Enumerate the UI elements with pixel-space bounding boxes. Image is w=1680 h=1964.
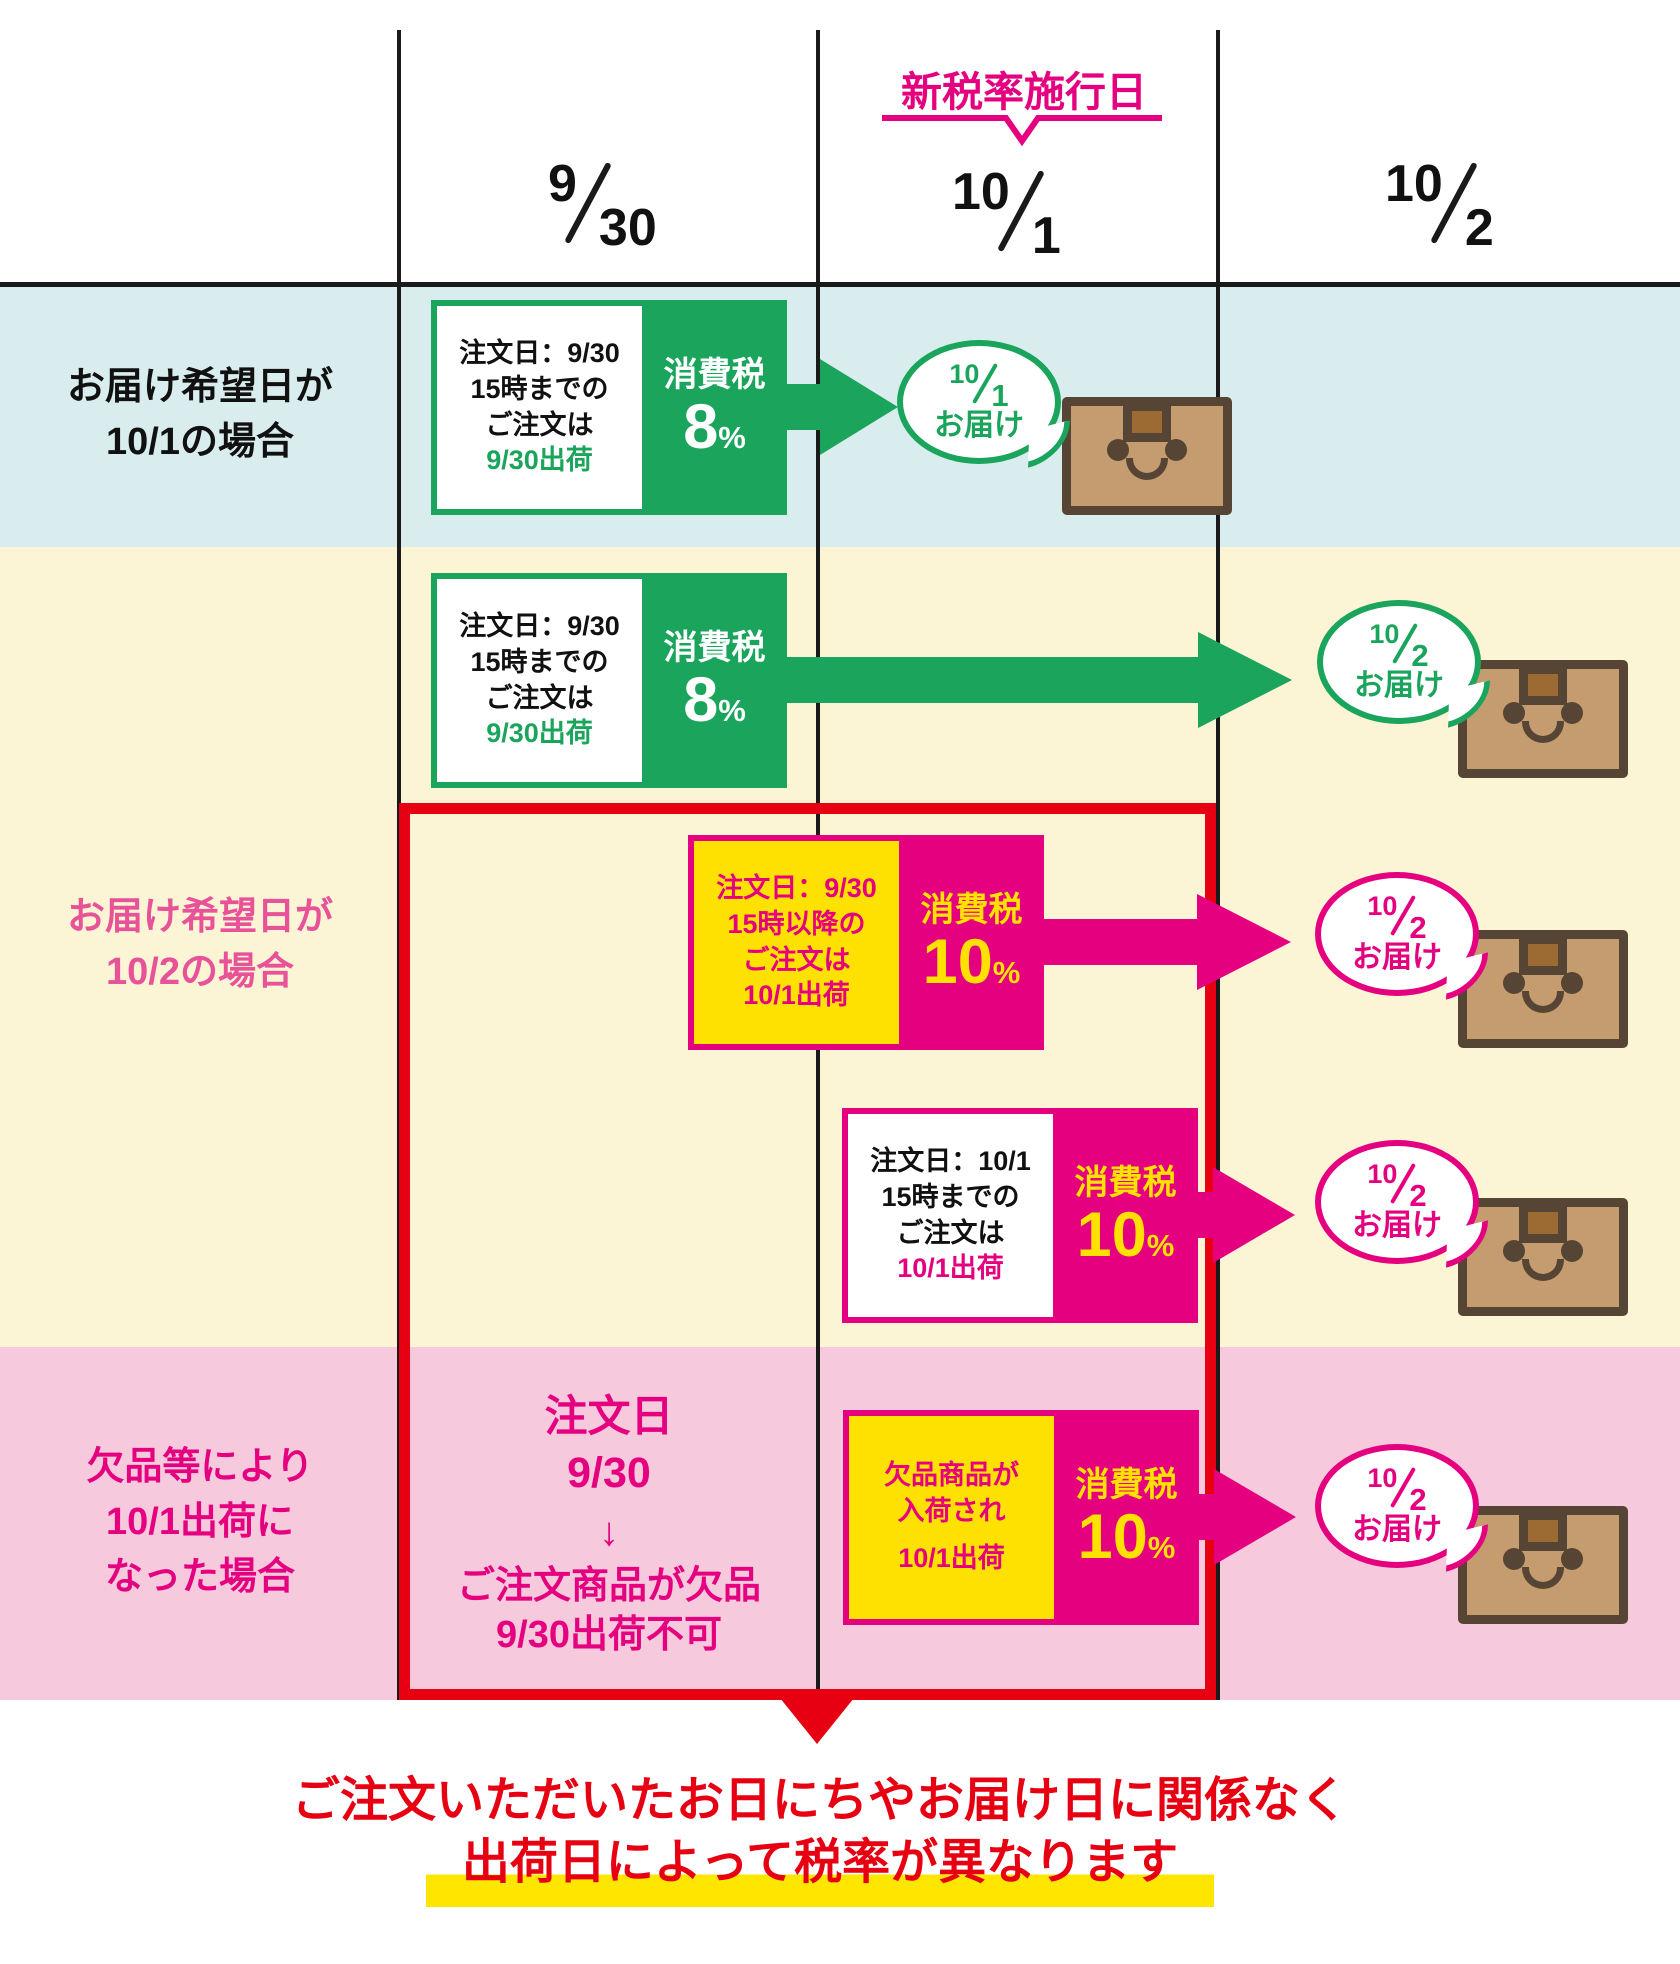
box-character-3 <box>1458 930 1628 1048</box>
order-details-5: 欠品商品が 入荷され 10/1出荷 <box>843 1410 1054 1625</box>
date-numerator: 10 <box>952 163 1010 221</box>
row-label-stockout: 欠品等により 10/1出荷に なった場合 <box>86 1446 314 1599</box>
date-denominator: 2 <box>1464 199 1494 257</box>
delivery-label: お届け <box>1352 1512 1442 1546</box>
new-tax-effective-date-label: 新税率施行日 <box>901 69 1147 115</box>
box-eye <box>1561 1240 1583 1262</box>
box-eye <box>1503 1240 1525 1262</box>
box-tab <box>1519 1206 1567 1243</box>
box-character-4 <box>1458 1198 1628 1316</box>
date-denominator: 30 <box>598 199 657 257</box>
box-eye <box>1165 439 1187 461</box>
order-details-2: 注文日：9/30 15時までの ご注文は 9/30出荷 <box>431 573 642 788</box>
red-highlight-frame <box>399 803 1216 1700</box>
delivery-label: お届け <box>1352 940 1442 974</box>
date-header-9-30: 9 30 <box>548 158 657 258</box>
header-divider-line <box>0 282 1680 287</box>
order-unit-3: 注文日：9/30 15時以降の ご注文は 10/1出荷 消費税 10% <box>688 835 1044 1050</box>
footer-note-line1: ご注文いただいたお日にちやお届け日に関係なく <box>291 1774 1348 1827</box>
red-down-arrow <box>780 1698 854 1744</box>
order-details-3: 注文日：9/30 15時以降の ご注文は 10/1出荷 <box>688 835 899 1050</box>
order-details-1: 注文日：9/30 15時までの ご注文は 9/30出荷 <box>431 300 642 515</box>
box-character-1 <box>1062 397 1232 515</box>
box-eye <box>1107 439 1129 461</box>
tax-badge-10-percent: 消費税 10% <box>1054 1410 1199 1625</box>
ship-date: 9/30出荷 <box>486 445 593 476</box>
box-smile <box>1522 721 1564 743</box>
date-header-10-2: 10 2 <box>1385 158 1494 258</box>
order-details-4: 注文日：10/1 15時までの ご注文は 10/1出荷 <box>842 1108 1053 1323</box>
box-tab <box>1519 938 1567 975</box>
tax-badge-8-percent: 消費税 8% <box>642 300 787 515</box>
delivery-label: お届け <box>1352 1208 1442 1242</box>
row-label-delivery-10-2: お届け希望日が 10/2の場合 <box>66 896 333 994</box>
tax-badge-8-percent: 消費税 8% <box>642 573 787 788</box>
box-eye <box>1503 702 1525 724</box>
box-eye <box>1503 972 1525 994</box>
box-eye <box>1561 702 1583 724</box>
box-smile <box>1522 1567 1564 1589</box>
ship-date: 10/1出荷 <box>897 1253 1004 1284</box>
box-eye <box>1561 1548 1583 1570</box>
box-smile <box>1126 458 1168 480</box>
column-line-10-2 <box>1216 30 1220 1700</box>
ship-date: 10/1出荷 <box>743 980 850 1011</box>
stockout-note: 注文日 9/30 ↓ ご注文商品が欠品 9/30出荷不可 <box>399 1390 819 1661</box>
order-unit-2: 注文日：9/30 15時までの ご注文は 9/30出荷 消費税 8% <box>431 573 787 788</box>
box-smile <box>1522 991 1564 1013</box>
delivery-label: お届け <box>934 408 1024 442</box>
date-header-10-1: 10 1 <box>952 166 1061 266</box>
ship-date: 9/30出荷 <box>486 718 593 749</box>
box-eye <box>1503 1548 1525 1570</box>
highlighted-text: 出荷日によって税率が異なります <box>425 1836 1215 1907</box>
footer-note-line2: 出荷日によって税率が異なります <box>0 1822 1640 1907</box>
order-unit-5: 欠品商品が 入荷され 10/1出荷 消費税 10% <box>843 1410 1199 1625</box>
date-numerator: 10 <box>1385 155 1443 213</box>
box-tab <box>1519 668 1567 705</box>
ship-date: 10/1出荷 <box>898 1543 1005 1574</box>
pointer-bracket <box>882 115 1162 146</box>
box-smile <box>1522 1259 1564 1281</box>
box-character-2 <box>1458 660 1628 778</box>
box-eye <box>1561 972 1583 994</box>
order-unit-4: 注文日：10/1 15時までの ご注文は 10/1出荷 消費税 10% <box>842 1108 1198 1323</box>
date-numerator: 9 <box>548 155 577 213</box>
tax-badge-10-percent: 消費税 10% <box>899 835 1044 1050</box>
tax-badge-10-percent: 消費税 10% <box>1053 1108 1198 1323</box>
delivery-label: お届け <box>1354 668 1444 702</box>
box-character-5 <box>1458 1506 1628 1624</box>
order-unit-1: 注文日：9/30 15時までの ご注文は 9/30出荷 消費税 8% <box>431 300 787 515</box>
date-denominator: 1 <box>1031 207 1061 265</box>
box-tab <box>1123 405 1171 442</box>
row-label-delivery-10-1: お届け希望日が 10/1の場合 <box>66 366 333 464</box>
down-arrow-glyph: ↓ <box>599 1509 619 1554</box>
box-tab <box>1519 1514 1567 1551</box>
